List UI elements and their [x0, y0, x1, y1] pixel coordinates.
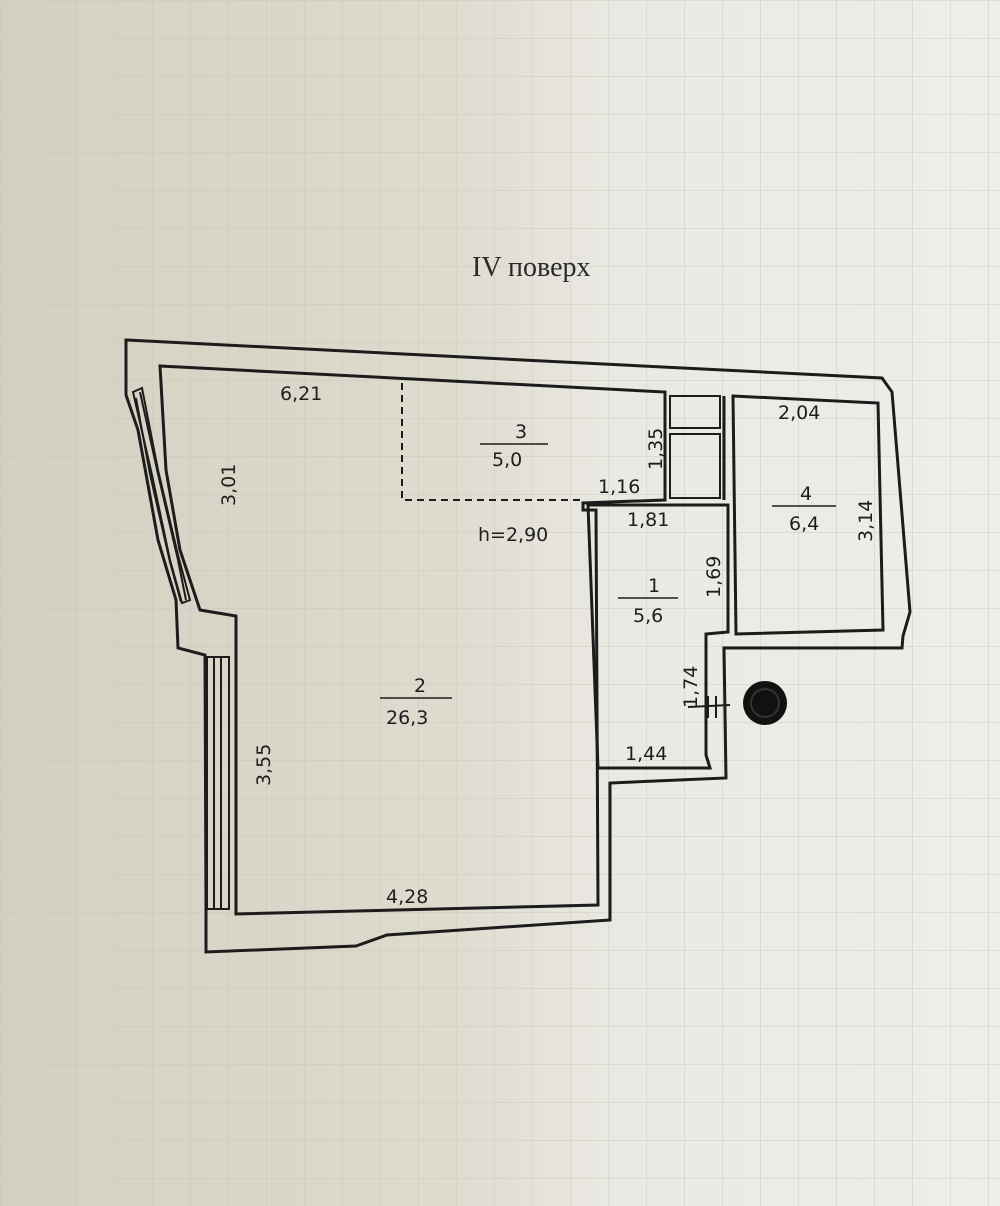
svg-text:1: 1: [648, 575, 660, 597]
window-curved-inner-line: [139, 391, 187, 601]
room-label-3: 3 5,0: [480, 421, 548, 471]
dimension-1-16: 1,16: [598, 476, 640, 498]
shaft-box-bottom: [669, 433, 721, 499]
dimension-6-21: 6,21: [280, 383, 322, 405]
svg-text:5,6: 5,6: [633, 605, 663, 627]
window-curved-outer-line: [135, 397, 182, 603]
floor-title: IV поверх: [472, 252, 591, 283]
svg-text:5,0: 5,0: [492, 449, 522, 471]
room-4-walls: [731, 394, 885, 636]
room-3-dashed-boundary: [401, 383, 583, 501]
dimension-2-04: 2,04: [778, 402, 820, 424]
window-left: [206, 656, 230, 910]
svg-text:2: 2: [414, 675, 426, 697]
svg-text:3: 3: [515, 421, 527, 443]
svg-text:6,4: 6,4: [789, 513, 819, 535]
dimension-4-28: 4,28: [386, 886, 428, 908]
ceiling-height-label: h=2,90: [478, 524, 548, 546]
svg-text:4: 4: [800, 483, 812, 505]
inner-wall-main: [158, 364, 667, 916]
room-label-2: 2 26,3: [380, 675, 452, 729]
room-label-1: 1 5,6: [618, 575, 678, 627]
dimension-1-81: 1,81: [627, 509, 669, 531]
window-curved: [131, 386, 192, 605]
dimension-3-55: 3,55: [253, 744, 275, 786]
room-1-walls: [586, 503, 730, 770]
dimension-3-14: 3,14: [855, 500, 877, 542]
dimension-1-44: 1,44: [625, 743, 667, 765]
dimension-1-35: 1,35: [645, 428, 667, 470]
riser-icon-ring: [750, 688, 780, 718]
riser-icon: [743, 681, 787, 725]
dimension-3-01: 3,01: [218, 464, 240, 506]
outer-wall: [124, 338, 912, 954]
dimension-1-74: 1,74: [680, 666, 702, 708]
shaft-box-top: [669, 395, 721, 429]
dimension-1-69: 1,69: [703, 556, 725, 598]
svg-text:26,3: 26,3: [386, 707, 428, 729]
room-label-4: 4 6,4: [772, 483, 836, 535]
